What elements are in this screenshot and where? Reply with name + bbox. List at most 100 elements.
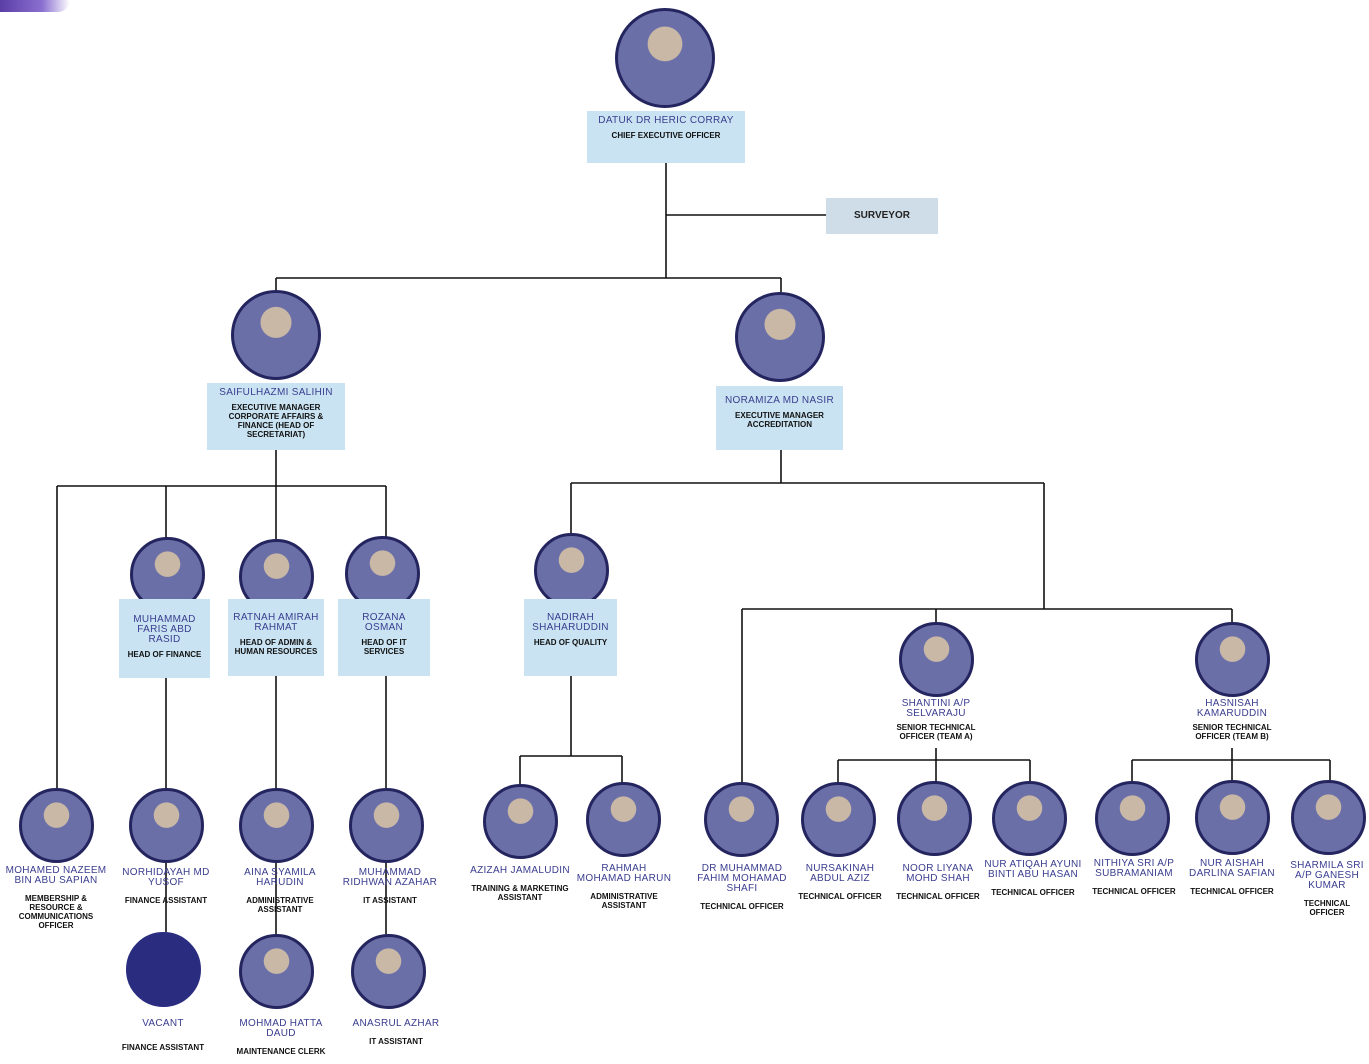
staff-aishah-label: NUR AISHAH DARLINA SAFIAN TECHNICAL OFFI… <box>1180 858 1284 897</box>
ceo-role: CHIEF EXECUTIVE OFFICER <box>611 131 721 140</box>
staff-anasrul-name: ANASRUL AZHAR <box>352 1018 440 1029</box>
staff-aishah-role: TECHNICAL OFFICER <box>1190 887 1274 896</box>
staff-nursakinah-name: NURSAKINAH ABDUL AZIZ <box>805 863 875 884</box>
staff-rahmah-label: RAHMAH MOHAMAD HARUN ADMINISTRATIVE ASSI… <box>574 863 674 911</box>
head-admin-name: RATNAH AMIRAH RAHMAT <box>233 612 319 633</box>
staff-aishah-name: NUR AISHAH DARLINA SAFIAN <box>1189 858 1275 879</box>
staff-vacant-name: VACANT <box>142 1018 184 1029</box>
staff-azizah-name: AZIZAH JAMALUDIN <box>470 865 570 876</box>
head-it-box: ROZANA OSMAN HEAD OF IT SERVICES <box>338 599 430 676</box>
staff-hatta-role: MAINTENANCE CLERK <box>236 1047 326 1056</box>
staff-norhidayah-name: NORHIDAYAH MD YUSOF <box>122 867 210 888</box>
sto-a-label: SHANTINI A/P SELVARAJU SENIOR TECHNICAL … <box>880 698 992 742</box>
head-admin-box: RATNAH AMIRAH RAHMAT HEAD OF ADMIN & HUM… <box>228 599 324 676</box>
staff-nazeem-label: MOHAMED NAZEEM BIN ABU SAPIAN MEMBERSHIP… <box>2 865 110 931</box>
staff-fahim-name: DR MUHAMMAD FAHIM MOHAMAD SHAFI <box>697 863 787 894</box>
em-corporate-photo <box>231 290 321 380</box>
staff-rahmah-name: RAHMAH MOHAMAD HARUN <box>576 863 672 884</box>
head-finance-name: MUHAMMAD FARIS ABD RASID <box>133 614 196 645</box>
sto-a-name: SHANTINI A/P SELVARAJU <box>901 698 971 719</box>
staff-sharmila-name: SHARMILA SRI A/P GANESH KUMAR <box>1290 860 1364 891</box>
staff-nithiya-photo <box>1095 781 1170 856</box>
staff-azizah-photo <box>483 784 558 859</box>
ceo-name: DATUK DR HERIC CORRAY <box>598 115 734 126</box>
staff-noorliyana-label: NOOR LIYANA MOHD SHAH TECHNICAL OFFICER <box>888 863 988 902</box>
em-accreditation-box: NORAMIZA MD NASIR EXECUTIVE MANAGER ACCR… <box>716 386 843 450</box>
staff-ridhwan-name: MUHAMMAD RIDHWAN AZAHAR <box>342 867 438 888</box>
staff-nithiya-name: NITHIYA SRI A/P SUBRAMANIAM <box>1093 858 1175 879</box>
em-accreditation-photo <box>735 292 825 382</box>
staff-atiqah-photo <box>992 781 1067 856</box>
staff-fahim-role: TECHNICAL OFFICER <box>700 902 784 911</box>
head-quality-photo <box>534 533 609 608</box>
em-accreditation-role: EXECUTIVE MANAGER ACCREDITATION <box>735 411 824 429</box>
em-accreditation-name: NORAMIZA MD NASIR <box>725 395 834 406</box>
em-corporate-name: SAIFULHAZMI SALIHIN <box>219 387 333 398</box>
staff-aina-name: AINA SYAMILA HARUDIN <box>244 867 316 888</box>
head-finance-role: HEAD OF FINANCE <box>127 650 202 659</box>
head-quality-role: HEAD OF QUALITY <box>533 638 608 647</box>
staff-norhidayah-label: NORHIDAYAH MD YUSOF FINANCE ASSISTANT <box>116 867 216 906</box>
head-quality-name: NADIRAH SHAHARUDDIN <box>532 612 609 633</box>
staff-nithiya-label: NITHIYA SRI A/P SUBRAMANIAM TECHNICAL OF… <box>1082 858 1186 897</box>
staff-azizah-label: AZIZAH JAMALUDIN TRAINING & MARKETING AS… <box>470 865 570 903</box>
staff-noorliyana-photo <box>897 781 972 856</box>
staff-rahmah-photo <box>586 782 661 857</box>
head-admin-role: HEAD OF ADMIN & HUMAN RESOURCES <box>234 638 318 656</box>
staff-anasrul-role: IT ASSISTANT <box>369 1037 423 1046</box>
head-it-photo <box>345 536 420 611</box>
staff-aishah-photo <box>1195 780 1270 855</box>
staff-nazeem-role: MEMBERSHIP & RESOURCE & COMMUNICATIONS O… <box>18 894 94 930</box>
staff-nithiya-role: TECHNICAL OFFICER <box>1092 887 1176 896</box>
em-corporate-box: SAIFULHAZMI SALIHIN EXECUTIVE MANAGER CO… <box>207 383 345 450</box>
staff-atiqah-role: TECHNICAL OFFICER <box>991 888 1075 897</box>
staff-atiqah-label: NUR ATIQAH AYUNI BINTI ABU HASAN TECHNIC… <box>983 859 1083 898</box>
staff-rahmah-role: ADMINISTRATIVE ASSISTANT <box>590 892 658 910</box>
ceo-photo <box>615 8 715 108</box>
staff-fahim-label: DR MUHAMMAD FAHIM MOHAMAD SHAFI TECHNICA… <box>690 863 794 912</box>
staff-sharmila-label: SHARMILA SRI A/P GANESH KUMAR TECHNICAL … <box>1287 860 1367 918</box>
staff-ridhwan-photo <box>349 788 424 863</box>
staff-noorliyana-role: TECHNICAL OFFICER <box>896 892 980 901</box>
sto-b-label: HASNISAH KAMARUDDIN SENIOR TECHNICAL OFF… <box>1176 698 1288 742</box>
staff-aina-photo <box>239 788 314 863</box>
head-it-name: ROZANA OSMAN <box>362 612 406 633</box>
surveyor-label: SURVEYOR <box>854 210 910 221</box>
sto-b-name: HASNISAH KAMARUDDIN <box>1196 698 1268 719</box>
head-finance-box: MUHAMMAD FARIS ABD RASID HEAD OF FINANCE <box>119 599 210 678</box>
staff-norhidayah-role: FINANCE ASSISTANT <box>124 896 208 905</box>
staff-nursakinah-photo <box>801 782 876 857</box>
staff-hatta-photo <box>239 934 314 1009</box>
staff-vacant-photo <box>126 932 201 1007</box>
head-it-role: HEAD OF IT SERVICES <box>361 638 407 656</box>
staff-ridhwan-label: MUHAMMAD RIDHWAN AZAHAR IT ASSISTANT <box>336 867 444 906</box>
staff-nazeem-name: MOHAMED NAZEEM BIN ABU SAPIAN <box>5 865 107 886</box>
staff-sharmila-role: TECHNICAL OFFICER <box>1303 899 1351 917</box>
staff-noorliyana-name: NOOR LIYANA MOHD SHAH <box>902 863 974 884</box>
staff-aina-label: AINA SYAMILA HARUDIN ADMINISTRATIVE ASSI… <box>227 867 333 915</box>
staff-hatta-label: MOHMAD HATTA DAUD MAINTENANCE CLERK <box>229 1018 333 1057</box>
staff-azizah-role: TRAINING & MARKETING ASSISTANT <box>471 884 569 902</box>
staff-vacant-label: VACANT FINANCE ASSISTANT <box>113 1018 213 1053</box>
sto-a-photo <box>899 622 974 697</box>
staff-hatta-name: MOHMAD HATTA DAUD <box>239 1018 323 1039</box>
sto-a-role: SENIOR TECHNICAL OFFICER (TEAM A) <box>896 723 976 741</box>
decorative-corner <box>0 0 70 12</box>
surveyor-box: SURVEYOR <box>826 198 938 234</box>
staff-nursakinah-role: TECHNICAL OFFICER <box>798 892 882 901</box>
staff-norhidayah-photo <box>129 788 204 863</box>
staff-sharmila-photo <box>1291 780 1366 855</box>
ceo-box: DATUK DR HERIC CORRAY CHIEF EXECUTIVE OF… <box>587 111 745 163</box>
staff-nazeem-photo <box>19 788 94 863</box>
em-corporate-role: EXECUTIVE MANAGER CORPORATE AFFAIRS & FI… <box>228 403 324 439</box>
sto-b-photo <box>1195 622 1270 697</box>
staff-anasrul-photo <box>351 934 426 1009</box>
staff-vacant-role: FINANCE ASSISTANT <box>121 1043 205 1052</box>
staff-fahim-photo <box>704 782 779 857</box>
staff-ridhwan-role: IT ASSISTANT <box>363 896 417 905</box>
staff-anasrul-label: ANASRUL AZHAR IT ASSISTANT <box>346 1018 446 1047</box>
staff-nursakinah-label: NURSAKINAH ABDUL AZIZ TECHNICAL OFFICER <box>790 863 890 902</box>
staff-atiqah-name: NUR ATIQAH AYUNI BINTI ABU HASAN <box>984 859 1082 880</box>
staff-aina-role: ADMINISTRATIVE ASSISTANT <box>246 896 314 914</box>
